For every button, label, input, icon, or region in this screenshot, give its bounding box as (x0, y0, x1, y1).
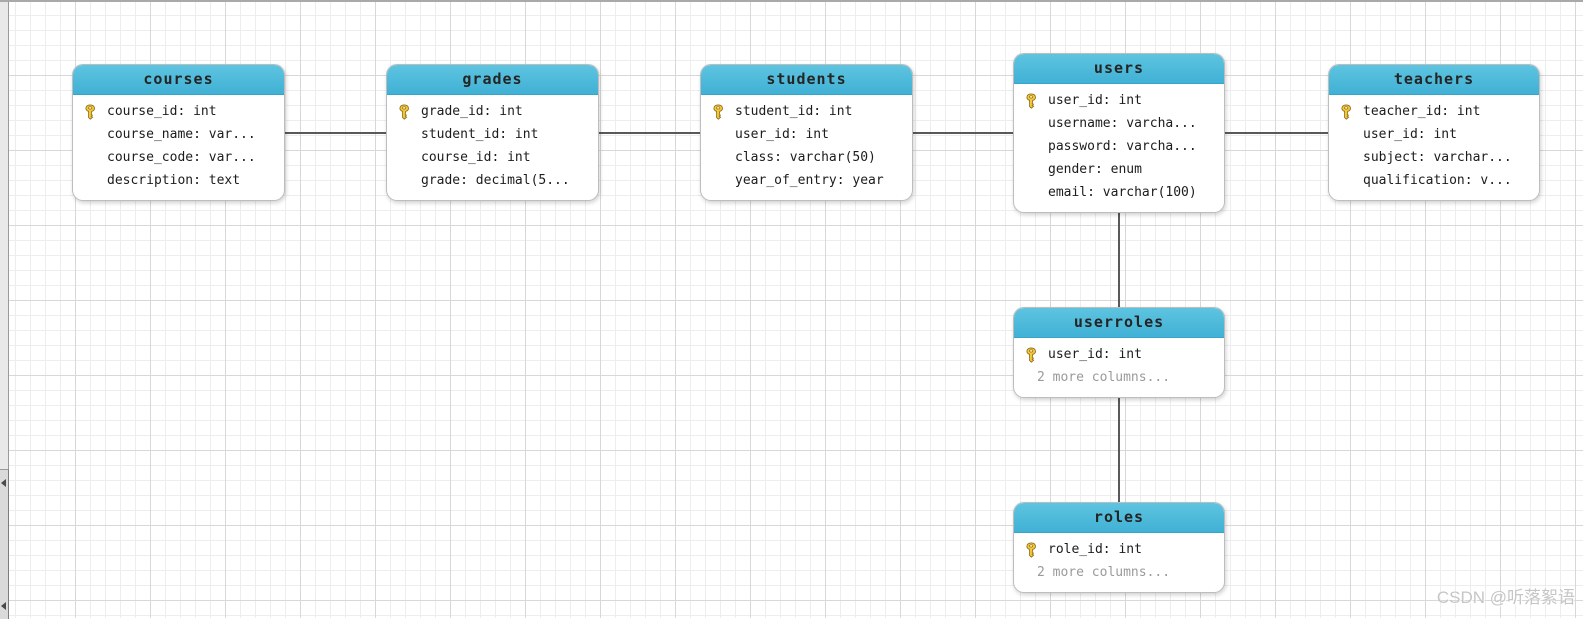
primary-key-icon (711, 103, 727, 120)
column-text: course_id: int (107, 104, 217, 119)
connection-users-teachers[interactable] (1119, 132, 1434, 134)
table-columns: user_id: int 2 more columns... (1014, 338, 1224, 397)
table-header[interactable]: students (701, 65, 912, 95)
table-title: students (766, 70, 847, 88)
table-column-row[interactable]: course_name: var... (83, 123, 280, 146)
panel-splitter[interactable] (0, 469, 9, 619)
table-header[interactable]: courses (73, 65, 284, 95)
table-title: teachers (1393, 70, 1475, 88)
column-text: user_id: int (1048, 93, 1142, 108)
table-students[interactable]: students student_id: int user_id: int cl… (700, 64, 913, 201)
table-columns: teacher_id: int user_id: int subject: va… (1329, 95, 1539, 200)
splitter-collapse-left-icon[interactable] (1, 479, 6, 487)
table-teachers[interactable]: teachers teacher_id: int user_id: int su… (1328, 64, 1540, 201)
column-text: student_id: int (421, 127, 539, 142)
watermark: CSDN @听落絮语 (1436, 588, 1575, 607)
table-grades[interactable]: grades grade_id: int student_id: int cou… (386, 64, 599, 201)
table-column-row[interactable]: course_id: int (397, 146, 594, 169)
primary-key-icon (1024, 541, 1040, 558)
column-text: subject: varchar... (1363, 150, 1512, 165)
table-title: userroles (1073, 313, 1165, 331)
table-columns: user_id: int username: varcha... passwor… (1014, 84, 1224, 212)
column-text: 2 more columns... (1037, 565, 1171, 580)
splitter-collapse-left-icon[interactable] (1, 602, 6, 610)
table-column-row[interactable]: course_code: var... (83, 146, 280, 169)
column-text: year_of_entry: year (735, 173, 884, 188)
column-text: course_code: var... (107, 150, 256, 165)
table-column-row[interactable]: user_id: int (1024, 89, 1220, 112)
column-text: username: varcha... (1048, 116, 1197, 131)
column-text: class: varchar(50) (735, 150, 876, 165)
column-text: course_id: int (421, 150, 531, 165)
connection-students-users[interactable] (806, 132, 1119, 134)
column-text: course_name: var... (107, 127, 256, 142)
primary-key-icon (1024, 346, 1040, 363)
table-roles[interactable]: roles role_id: int 2 more columns... (1013, 502, 1225, 593)
primary-key-icon (1339, 103, 1355, 120)
table-courses[interactable]: courses course_id: int course_name: var.… (72, 64, 285, 201)
table-header[interactable]: teachers (1329, 65, 1539, 95)
table-column-row[interactable]: email: varchar(100) (1024, 181, 1220, 204)
table-column-row[interactable]: description: text (83, 169, 280, 192)
connection-users-userroles[interactable] (1118, 133, 1120, 353)
table-column-row[interactable]: user_id: int (711, 123, 908, 146)
primary-key-icon (83, 103, 99, 120)
column-text: user_id: int (1363, 127, 1457, 142)
table-title: courses (143, 70, 214, 88)
primary-key-icon (1024, 92, 1040, 109)
column-text: grade: decimal(5... (421, 173, 570, 188)
table-users[interactable]: users user_id: int username: varcha... p… (1013, 53, 1225, 213)
table-title: grades (462, 70, 523, 88)
connection-courses-grades[interactable] (178, 132, 493, 134)
column-text: email: varchar(100) (1048, 185, 1197, 200)
table-column-row[interactable]: student_id: int (397, 123, 594, 146)
table-column-row[interactable]: password: varcha... (1024, 135, 1220, 158)
table-header[interactable]: roles (1014, 503, 1224, 533)
table-column-row[interactable]: username: varcha... (1024, 112, 1220, 135)
column-text: 2 more columns... (1037, 370, 1171, 385)
table-column-row[interactable]: qualification: v... (1339, 169, 1535, 192)
table-column-row[interactable]: student_id: int (711, 100, 908, 123)
table-column-row[interactable]: grade: decimal(5... (397, 169, 594, 192)
table-columns: grade_id: int student_id: int course_id:… (387, 95, 598, 200)
table-columns: course_id: int course_name: var... cours… (73, 95, 284, 200)
column-text: role_id: int (1048, 542, 1142, 557)
table-columns: student_id: int user_id: int class: varc… (701, 95, 912, 200)
table-column-row[interactable]: role_id: int (1024, 538, 1220, 561)
column-text: user_id: int (1048, 347, 1142, 362)
column-text: user_id: int (735, 127, 829, 142)
column-text: description: text (107, 173, 241, 188)
table-userroles[interactable]: userroles user_id: int 2 more columns... (1013, 307, 1225, 398)
column-text: grade_id: int (421, 104, 523, 119)
table-column-row[interactable]: subject: varchar... (1339, 146, 1535, 169)
table-column-row[interactable]: class: varchar(50) (711, 146, 908, 169)
table-title: roles (1093, 508, 1145, 526)
table-column-row[interactable]: gender: enum (1024, 158, 1220, 181)
table-header[interactable]: userroles (1014, 308, 1224, 338)
window-top-border (0, 0, 1583, 2)
table-columns: role_id: int 2 more columns... (1014, 533, 1224, 592)
connection-grades-students[interactable] (492, 132, 807, 134)
table-column-row[interactable]: 2 more columns... (1013, 561, 1220, 584)
primary-key-icon (397, 103, 413, 120)
table-column-row[interactable]: course_id: int (83, 100, 280, 123)
table-column-row[interactable]: grade_id: int (397, 100, 594, 123)
table-column-row[interactable]: user_id: int (1024, 343, 1220, 366)
column-text: qualification: v... (1363, 173, 1512, 188)
table-column-row[interactable]: user_id: int (1339, 123, 1535, 146)
column-text: password: varcha... (1048, 139, 1197, 154)
column-text: teacher_id: int (1363, 104, 1481, 119)
connection-userroles-roles[interactable] (1118, 352, 1120, 548)
column-text: gender: enum (1048, 162, 1142, 177)
table-title: users (1093, 59, 1145, 77)
table-header[interactable]: grades (387, 65, 598, 95)
table-column-row[interactable]: year_of_entry: year (711, 169, 908, 192)
table-header[interactable]: users (1014, 54, 1224, 84)
table-column-row[interactable]: teacher_id: int (1339, 100, 1535, 123)
column-text: student_id: int (735, 104, 853, 119)
left-panel-strip (0, 2, 9, 469)
table-column-row[interactable]: 2 more columns... (1013, 366, 1220, 389)
